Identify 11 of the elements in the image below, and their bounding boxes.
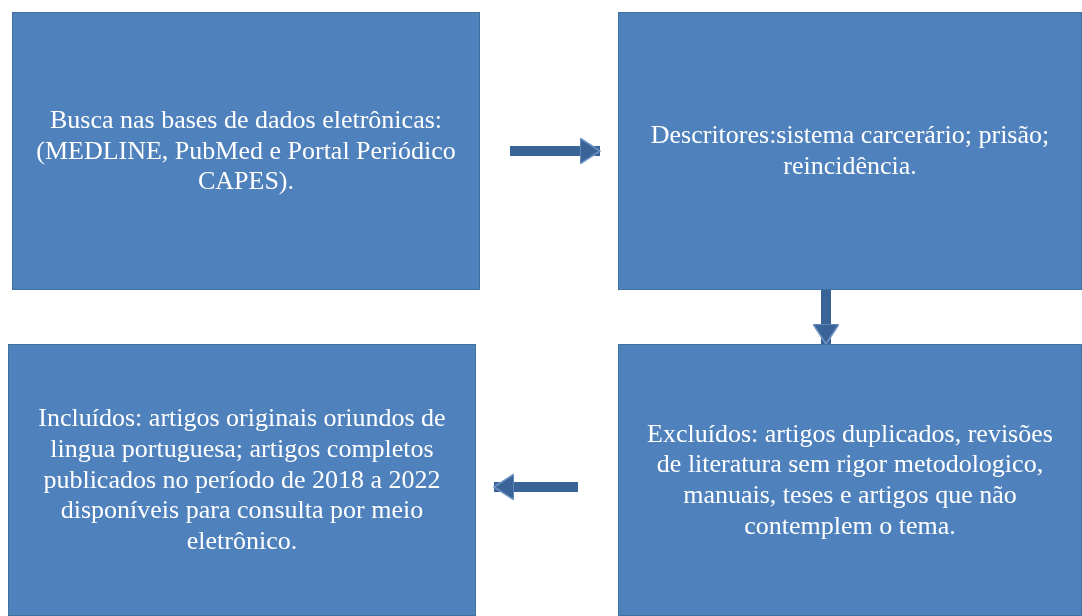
process-box bbox=[618, 12, 1082, 290]
box-text: Incluídos: artigos originais oriundos de lingua portuguesa; artigos completos publicados no período de 2018 a 2022 disponíveis para consulta por meio eletrônico. bbox=[37, 403, 447, 557]
box-text: Excluídos: artigos duplicados, revisões de literatura sem rigor metodologico, manuais, teses e artigos que não contemplem o tema. bbox=[646, 418, 1054, 542]
process-box bbox=[618, 344, 1082, 616]
process-box bbox=[8, 344, 476, 616]
arrow bbox=[493, 473, 578, 501]
process-box bbox=[12, 12, 480, 290]
box-text: Busca nas bases de dados eletrônicas: (MEDLINE, PubMed e Portal Periódico CAPES). bbox=[35, 105, 457, 197]
arrow bbox=[510, 137, 601, 165]
arrow bbox=[812, 290, 840, 345]
box-text: Descritores:sistema carcerário; prisão; reincidência. bbox=[649, 120, 1051, 182]
